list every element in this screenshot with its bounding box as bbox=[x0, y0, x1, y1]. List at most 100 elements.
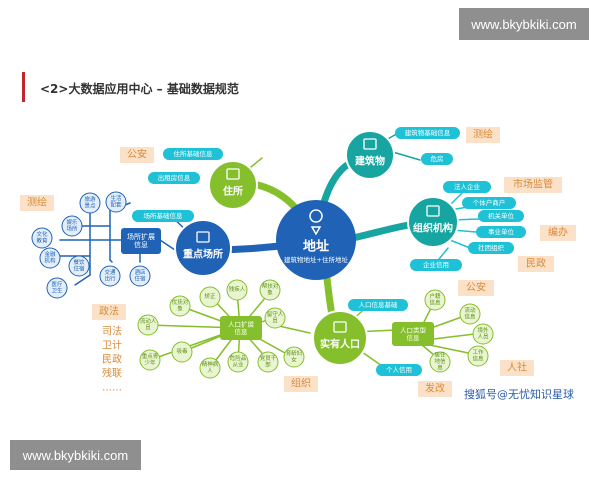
pop-ext-node-label-e5-line: 员 bbox=[145, 324, 151, 331]
pop-ext-node-label-e7-line: 重点青 bbox=[142, 352, 159, 360]
diagram-nodes: 地址建筑物地址+住所地址住所建筑物组织机构实有人口重点场所住所基础信息出租房信息… bbox=[20, 127, 576, 397]
pop-type-node-label-t4-line: 息 bbox=[437, 364, 443, 372]
venue-node-v9 bbox=[129, 265, 151, 287]
pop-type-hub-box bbox=[392, 322, 434, 346]
venue-node-v8 bbox=[46, 277, 68, 299]
pop-ext-node-label-e12-line: 女 bbox=[291, 355, 297, 363]
dept-label-d7: 政法 bbox=[99, 305, 119, 318]
venue-node-label-v9-line: 酒店 bbox=[134, 268, 146, 276]
dept-tag-d11 bbox=[418, 381, 452, 397]
venue-node-label-v8-line: 医疗 bbox=[51, 280, 63, 288]
venue-node-v1 bbox=[79, 192, 101, 214]
pop-ext-hub-label-line: 信息 bbox=[235, 327, 249, 336]
dept-label-d6: 民政 bbox=[526, 257, 546, 270]
location-pin-icon bbox=[309, 209, 323, 236]
venue-node-v6 bbox=[68, 255, 90, 277]
hub-zuzhi bbox=[407, 196, 459, 248]
dept-tag-d10 bbox=[284, 376, 318, 392]
venue-node-v5 bbox=[39, 247, 61, 269]
venue-node-label-v4-line: 教育 bbox=[36, 236, 48, 244]
branch-line bbox=[159, 239, 176, 251]
pop-type-node-label-t5-line: 信息 bbox=[472, 354, 484, 362]
venue-hub-label-line: 场所扩展 bbox=[127, 232, 155, 241]
pill-label-p2: 出租房信息 bbox=[158, 173, 191, 182]
hub-zhongdian bbox=[174, 219, 232, 277]
pop-ext-node-label-e7-line: 少年 bbox=[144, 358, 156, 366]
pill-label-p9: 社团组织 bbox=[478, 243, 505, 252]
branch-line bbox=[449, 239, 471, 249]
venue-node-label-v4-line: 文化 bbox=[36, 230, 48, 238]
venue-node-v3 bbox=[61, 215, 83, 237]
venue-node-label-v1-line: 景点 bbox=[84, 202, 96, 209]
venue-node-label-v2-line: 生活 bbox=[110, 194, 122, 202]
dept-label-d2: 测绘 bbox=[27, 196, 47, 209]
hub-shiyou bbox=[312, 310, 368, 366]
venue-tree-line bbox=[74, 274, 91, 286]
venue-node-label-v7-line: 出行 bbox=[104, 274, 116, 282]
venue-node-label-v5-line: 金融 bbox=[44, 250, 56, 258]
venue-node-label-v8-line: 卫生 bbox=[51, 286, 63, 294]
venue-node-label-v2-line: 配套 bbox=[110, 200, 122, 208]
dept-label-d8: 公安 bbox=[466, 281, 486, 294]
hub-jianzhuwu bbox=[345, 130, 395, 180]
pop-type-node-label-t4-line: 地信 bbox=[434, 357, 446, 365]
house-icon bbox=[226, 168, 240, 180]
pop-ext-node-e2 bbox=[199, 286, 221, 308]
dept-label-d9: 人社 bbox=[507, 361, 527, 374]
pop-ext-node-e9 bbox=[199, 357, 221, 379]
pop-ext-node-label-e4-line: 帮扶对 bbox=[262, 282, 279, 290]
dept-tag-d2 bbox=[20, 195, 54, 211]
pill-p3 bbox=[395, 127, 460, 139]
pop-type-node-label-t4-line: 居住 bbox=[434, 351, 446, 359]
title-accent-bar bbox=[22, 72, 25, 102]
venue-node-v2 bbox=[105, 191, 127, 213]
pop-ext-hub-label-line: 人口扩展 bbox=[228, 319, 255, 328]
dept-label-d10: 组织 bbox=[291, 377, 311, 390]
venue-node-label-v7-line: 交通 bbox=[104, 268, 116, 276]
pill-label-p5: 法人企业 bbox=[454, 182, 481, 191]
pop-ext-node-e11 bbox=[257, 351, 279, 373]
venue-hub-label-line: 信息 bbox=[134, 240, 148, 249]
dept-label-d5: 编办 bbox=[548, 226, 568, 239]
pop-ext-node-e6 bbox=[264, 307, 286, 329]
dept-label-d11: 发改 bbox=[425, 382, 445, 395]
pill-label-p3: 建筑物基础信息 bbox=[405, 128, 451, 137]
pop-ext-node-label-e8: 吸毒 bbox=[176, 347, 188, 355]
hub-label-zhusuo: 住所 bbox=[223, 185, 243, 198]
pill-label-p11: 场所基础信息 bbox=[144, 211, 184, 220]
pill-label-p6: 个体户商户 bbox=[473, 198, 506, 207]
pop-ext-node-e1 bbox=[169, 295, 191, 317]
pop-ext-node-e12 bbox=[283, 346, 305, 368]
venue-hub-box bbox=[121, 228, 161, 254]
pill-label-p12: 人口信息基础 bbox=[359, 300, 399, 309]
org-chart-icon bbox=[426, 205, 440, 217]
pop-type-node-label-t3-line: 境外 bbox=[477, 326, 489, 334]
hub-label-zhongdian: 重点场所 bbox=[183, 248, 223, 261]
dept-tag-d5 bbox=[540, 225, 576, 241]
dept-tag-d3 bbox=[466, 127, 500, 143]
pop-type-node-t4 bbox=[429, 351, 451, 373]
pop-ext-node-label-e2: 矫正 bbox=[204, 292, 216, 300]
pill-label-p7: 机关单位 bbox=[488, 211, 515, 220]
pop-ext-node-label-e4-line: 象 bbox=[267, 288, 273, 296]
dept-label-d1: 公安 bbox=[127, 148, 147, 161]
page-title: <2>大数据应用中心 – 基础数据规范 bbox=[40, 82, 239, 96]
venue-node-label-v3-line: 娱乐 bbox=[66, 218, 78, 226]
center-title: 地址 bbox=[303, 239, 329, 255]
hub-label-jianzhuwu: 建筑物 bbox=[354, 155, 385, 168]
